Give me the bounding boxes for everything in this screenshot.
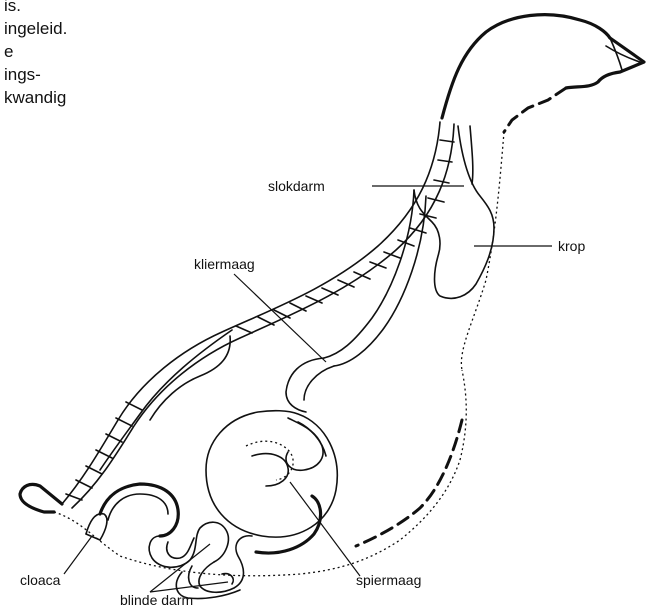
bird-head xyxy=(442,15,644,132)
label-cloaca: cloaca xyxy=(20,572,60,588)
label-kliermaag: kliermaag xyxy=(194,256,255,272)
gizzard xyxy=(206,411,337,553)
leader-blinde-darm-1 xyxy=(150,544,210,592)
leader-blinde-darm-2 xyxy=(150,582,228,592)
proventriculus xyxy=(286,358,334,412)
leader-lines xyxy=(64,186,552,592)
label-blinde-darm: blinde darm xyxy=(120,592,193,608)
segmented-back-band xyxy=(62,122,454,508)
leader-kliermaag xyxy=(234,274,326,362)
label-spiermaag: spiermaag xyxy=(356,572,421,588)
intestines xyxy=(100,418,326,599)
label-krop: krop xyxy=(558,238,585,254)
leader-cloaca xyxy=(64,536,92,574)
esophagus-crop xyxy=(324,126,494,366)
leader-spiermaag xyxy=(290,482,360,576)
label-slokdarm: slokdarm xyxy=(268,178,325,194)
